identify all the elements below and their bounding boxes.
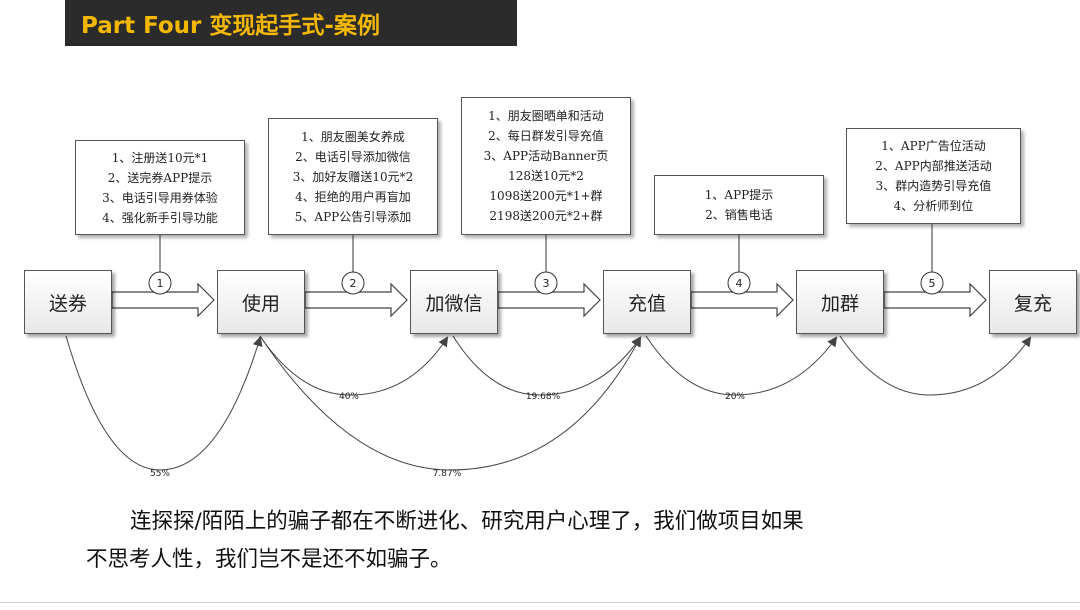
- caption-line-2: 不思考人性，我们岂不是还不如骗子。: [86, 547, 452, 572]
- note-box-2: 1、朋友圈美女养成 2、电话引导添加微信 3、加好友赠送10元*2 4、拒绝的用…: [268, 118, 438, 235]
- node-label: 复充: [1013, 292, 1052, 315]
- note-line: 1、朋友圈晒单和活动: [488, 109, 604, 123]
- note-box-4: 1、APP提示 2、销售电话: [654, 175, 824, 235]
- note-line: 2198送200元*2+群: [489, 209, 603, 223]
- curve-send-to-use: [65, 335, 263, 471]
- note-line: 2、电话引导添加微信: [295, 149, 411, 164]
- note-line: 2、销售电话: [705, 208, 773, 222]
- node-label: 加微信: [425, 292, 483, 315]
- note-line: 1098送200元*1+群: [489, 189, 603, 203]
- note-line: 4、强化新手引导功能: [102, 210, 218, 225]
- flow-arrow-3: [497, 282, 601, 318]
- step-marker-3: 3: [534, 271, 558, 295]
- curve-use-to-wechat: [259, 335, 449, 396]
- step-number: 5: [929, 277, 936, 290]
- node-label: 加群: [820, 292, 859, 315]
- curve-group-to-repurchase: [839, 335, 1032, 396]
- note-box-1: 1、注册送10元*1 2、送完券APP提示 3、电话引导用券体验 4、强化新手引…: [75, 140, 245, 235]
- step-number: 2: [350, 277, 357, 290]
- note-line: 128送10元*2: [508, 169, 584, 183]
- flow-arrow-5: [883, 282, 987, 318]
- note-line: 1、APP提示: [704, 188, 774, 202]
- note-line: 1、朋友圈美女养成: [301, 129, 405, 144]
- page-title: Part Four 变现起手式-案例: [81, 13, 380, 39]
- conversion-label: 20%: [725, 392, 745, 402]
- note-line: 2、送完券APP提示: [107, 170, 213, 185]
- step-marker-4: 4: [727, 271, 751, 295]
- note-line: 3、电话引导用券体验: [102, 190, 218, 205]
- note-line: 2、APP内部推送活动: [875, 159, 992, 173]
- flow-arrow-4: [690, 282, 794, 318]
- title-bar: Part Four 变现起手式-案例: [65, 0, 517, 46]
- node-recharge: 充值: [603, 270, 691, 334]
- curve-wechat-to-recharge: [452, 335, 642, 396]
- conversion-label: 40%: [339, 392, 359, 402]
- step-number: 3: [543, 277, 550, 290]
- note-box-3: 1、朋友圈晒单和活动 2、每日群发引导充值 3、APP活动Banner页 128…: [461, 97, 631, 235]
- note-line: 3、加好友赠送10元*2: [292, 169, 414, 184]
- step-marker-2: 2: [341, 271, 365, 295]
- node-repurchase: 复充: [989, 270, 1077, 334]
- step-number: 1: [157, 277, 164, 290]
- divider: [0, 602, 1080, 603]
- flow-arrow-2: [304, 282, 408, 318]
- caption-text: 连探探/陌陌上的骗子都在不断进化、研究用户心理了，我们做项目如果 不思考人性，我…: [86, 503, 1026, 579]
- note-line: 1、APP广告位活动: [881, 139, 986, 153]
- flow-arrow-1: [111, 282, 215, 318]
- note-line: 2、每日群发引导充值: [488, 129, 604, 143]
- conversion-label: 7.87%: [433, 469, 462, 479]
- note-box-5: 1、APP广告位活动 2、APP内部推送活动 3、群内造势引导充值 4、分析师到…: [846, 128, 1021, 224]
- step-marker-5: 5: [920, 271, 944, 295]
- node-send-coupon: 送券: [24, 270, 112, 334]
- step-number: 4: [736, 277, 743, 290]
- caption-line-1: 连探探/陌陌上的骗子都在不断进化、研究用户心理了，我们做项目如果: [130, 509, 804, 534]
- step-marker-1: 1: [148, 271, 172, 295]
- note-line: 3、APP活动Banner页: [483, 149, 609, 163]
- node-label: 使用: [241, 292, 280, 315]
- node-use: 使用: [217, 270, 305, 334]
- node-add-wechat: 加微信: [410, 270, 498, 334]
- conversion-label: 19.68%: [526, 392, 561, 402]
- note-line: 3、群内造势引导充值: [875, 179, 992, 193]
- node-label: 充值: [627, 292, 666, 315]
- curve-use-to-recharge: [259, 335, 641, 471]
- note-line: 1、注册送10元*1: [111, 150, 209, 165]
- node-join-group: 加群: [796, 270, 884, 334]
- node-label: 送券: [48, 292, 87, 315]
- curve-recharge-to-group: [645, 335, 838, 396]
- conversion-label: 55%: [150, 469, 170, 479]
- note-line: 4、拒绝的用户再盲加: [295, 189, 411, 204]
- note-line: 4、分析师到位: [893, 199, 974, 213]
- note-line: 5、APP公告引导添加: [294, 209, 412, 224]
